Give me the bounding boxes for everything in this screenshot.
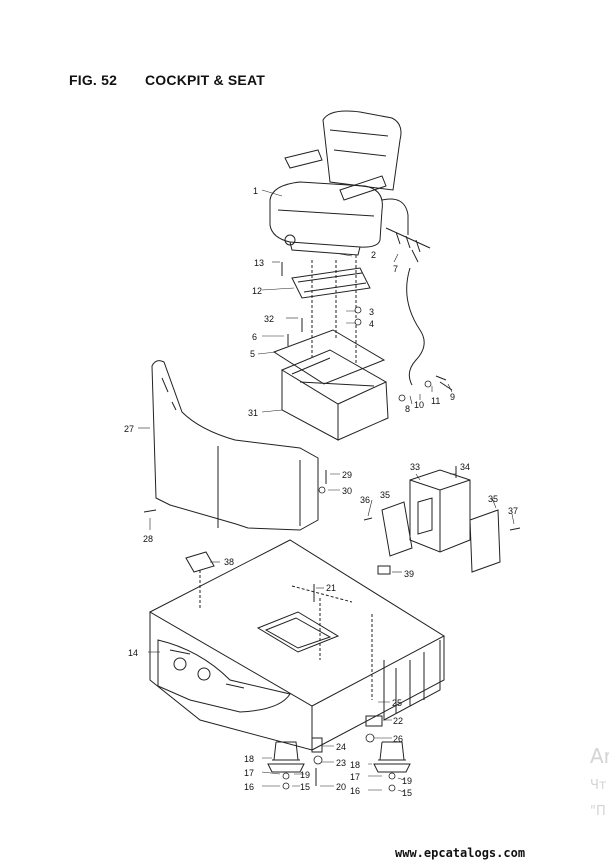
callout-18b: 18	[350, 760, 360, 770]
callout-24: 24	[336, 742, 346, 752]
callout-33: 33	[410, 462, 420, 472]
callout-5: 5	[250, 349, 255, 359]
callout-15b: 15	[402, 788, 412, 798]
callout-2: 2	[371, 250, 376, 260]
callout-36: 36	[360, 495, 370, 505]
callout-32: 32	[264, 314, 274, 324]
callout-39: 39	[404, 569, 414, 579]
watermark-line-3: "П	[590, 804, 606, 819]
callout-10: 10	[414, 400, 424, 410]
callout-8: 8	[405, 404, 410, 414]
callout-35a: 35	[380, 490, 390, 500]
figure-number: FIG. 52	[69, 72, 118, 88]
callout-35b: 35	[488, 494, 498, 504]
callout-1: 1	[253, 186, 258, 196]
callout-15a: 15	[300, 782, 310, 792]
watermark-line-2: Чт	[590, 778, 607, 793]
callout-19b: 19	[402, 776, 412, 786]
callout-28: 28	[143, 534, 153, 544]
callout-25: 25	[392, 698, 402, 708]
callout-23: 23	[336, 758, 346, 768]
seat-drawing	[269, 110, 431, 263]
callout-31: 31	[248, 408, 258, 418]
callout-19a: 19	[300, 770, 310, 780]
callout-21: 21	[326, 583, 336, 593]
callout-38: 38	[224, 557, 234, 567]
callout-17a: 17	[244, 768, 254, 778]
callout-22: 22	[393, 716, 403, 726]
callout-18a: 18	[244, 754, 254, 764]
callout-6: 6	[252, 332, 257, 342]
callout-4: 4	[369, 319, 374, 329]
callout-34: 34	[460, 462, 470, 472]
callout-12: 12	[252, 286, 262, 296]
watermark-line-1: Ar	[590, 744, 609, 768]
callout-11: 11	[431, 396, 440, 406]
callout-3: 3	[369, 307, 374, 317]
callout-20: 20	[336, 782, 346, 792]
callout-37: 37	[508, 506, 518, 516]
callout-14: 14	[128, 648, 138, 658]
callout-13: 13	[254, 258, 264, 268]
callout-26: 26	[393, 734, 403, 744]
callout-27: 27	[124, 424, 134, 434]
figure-heading: FIG. 52 COCKPIT & SEAT	[69, 72, 265, 88]
callout-9: 9	[450, 392, 455, 402]
figure-title: COCKPIT & SEAT	[145, 72, 265, 88]
callout-7: 7	[393, 264, 398, 274]
callout-30: 30	[342, 486, 352, 496]
callout-29: 29	[342, 470, 352, 480]
website-footer: www.epcatalogs.com	[395, 846, 526, 860]
callout-16a: 16	[244, 782, 254, 792]
callout-16b: 16	[350, 786, 360, 796]
callout-17b: 17	[350, 772, 360, 782]
